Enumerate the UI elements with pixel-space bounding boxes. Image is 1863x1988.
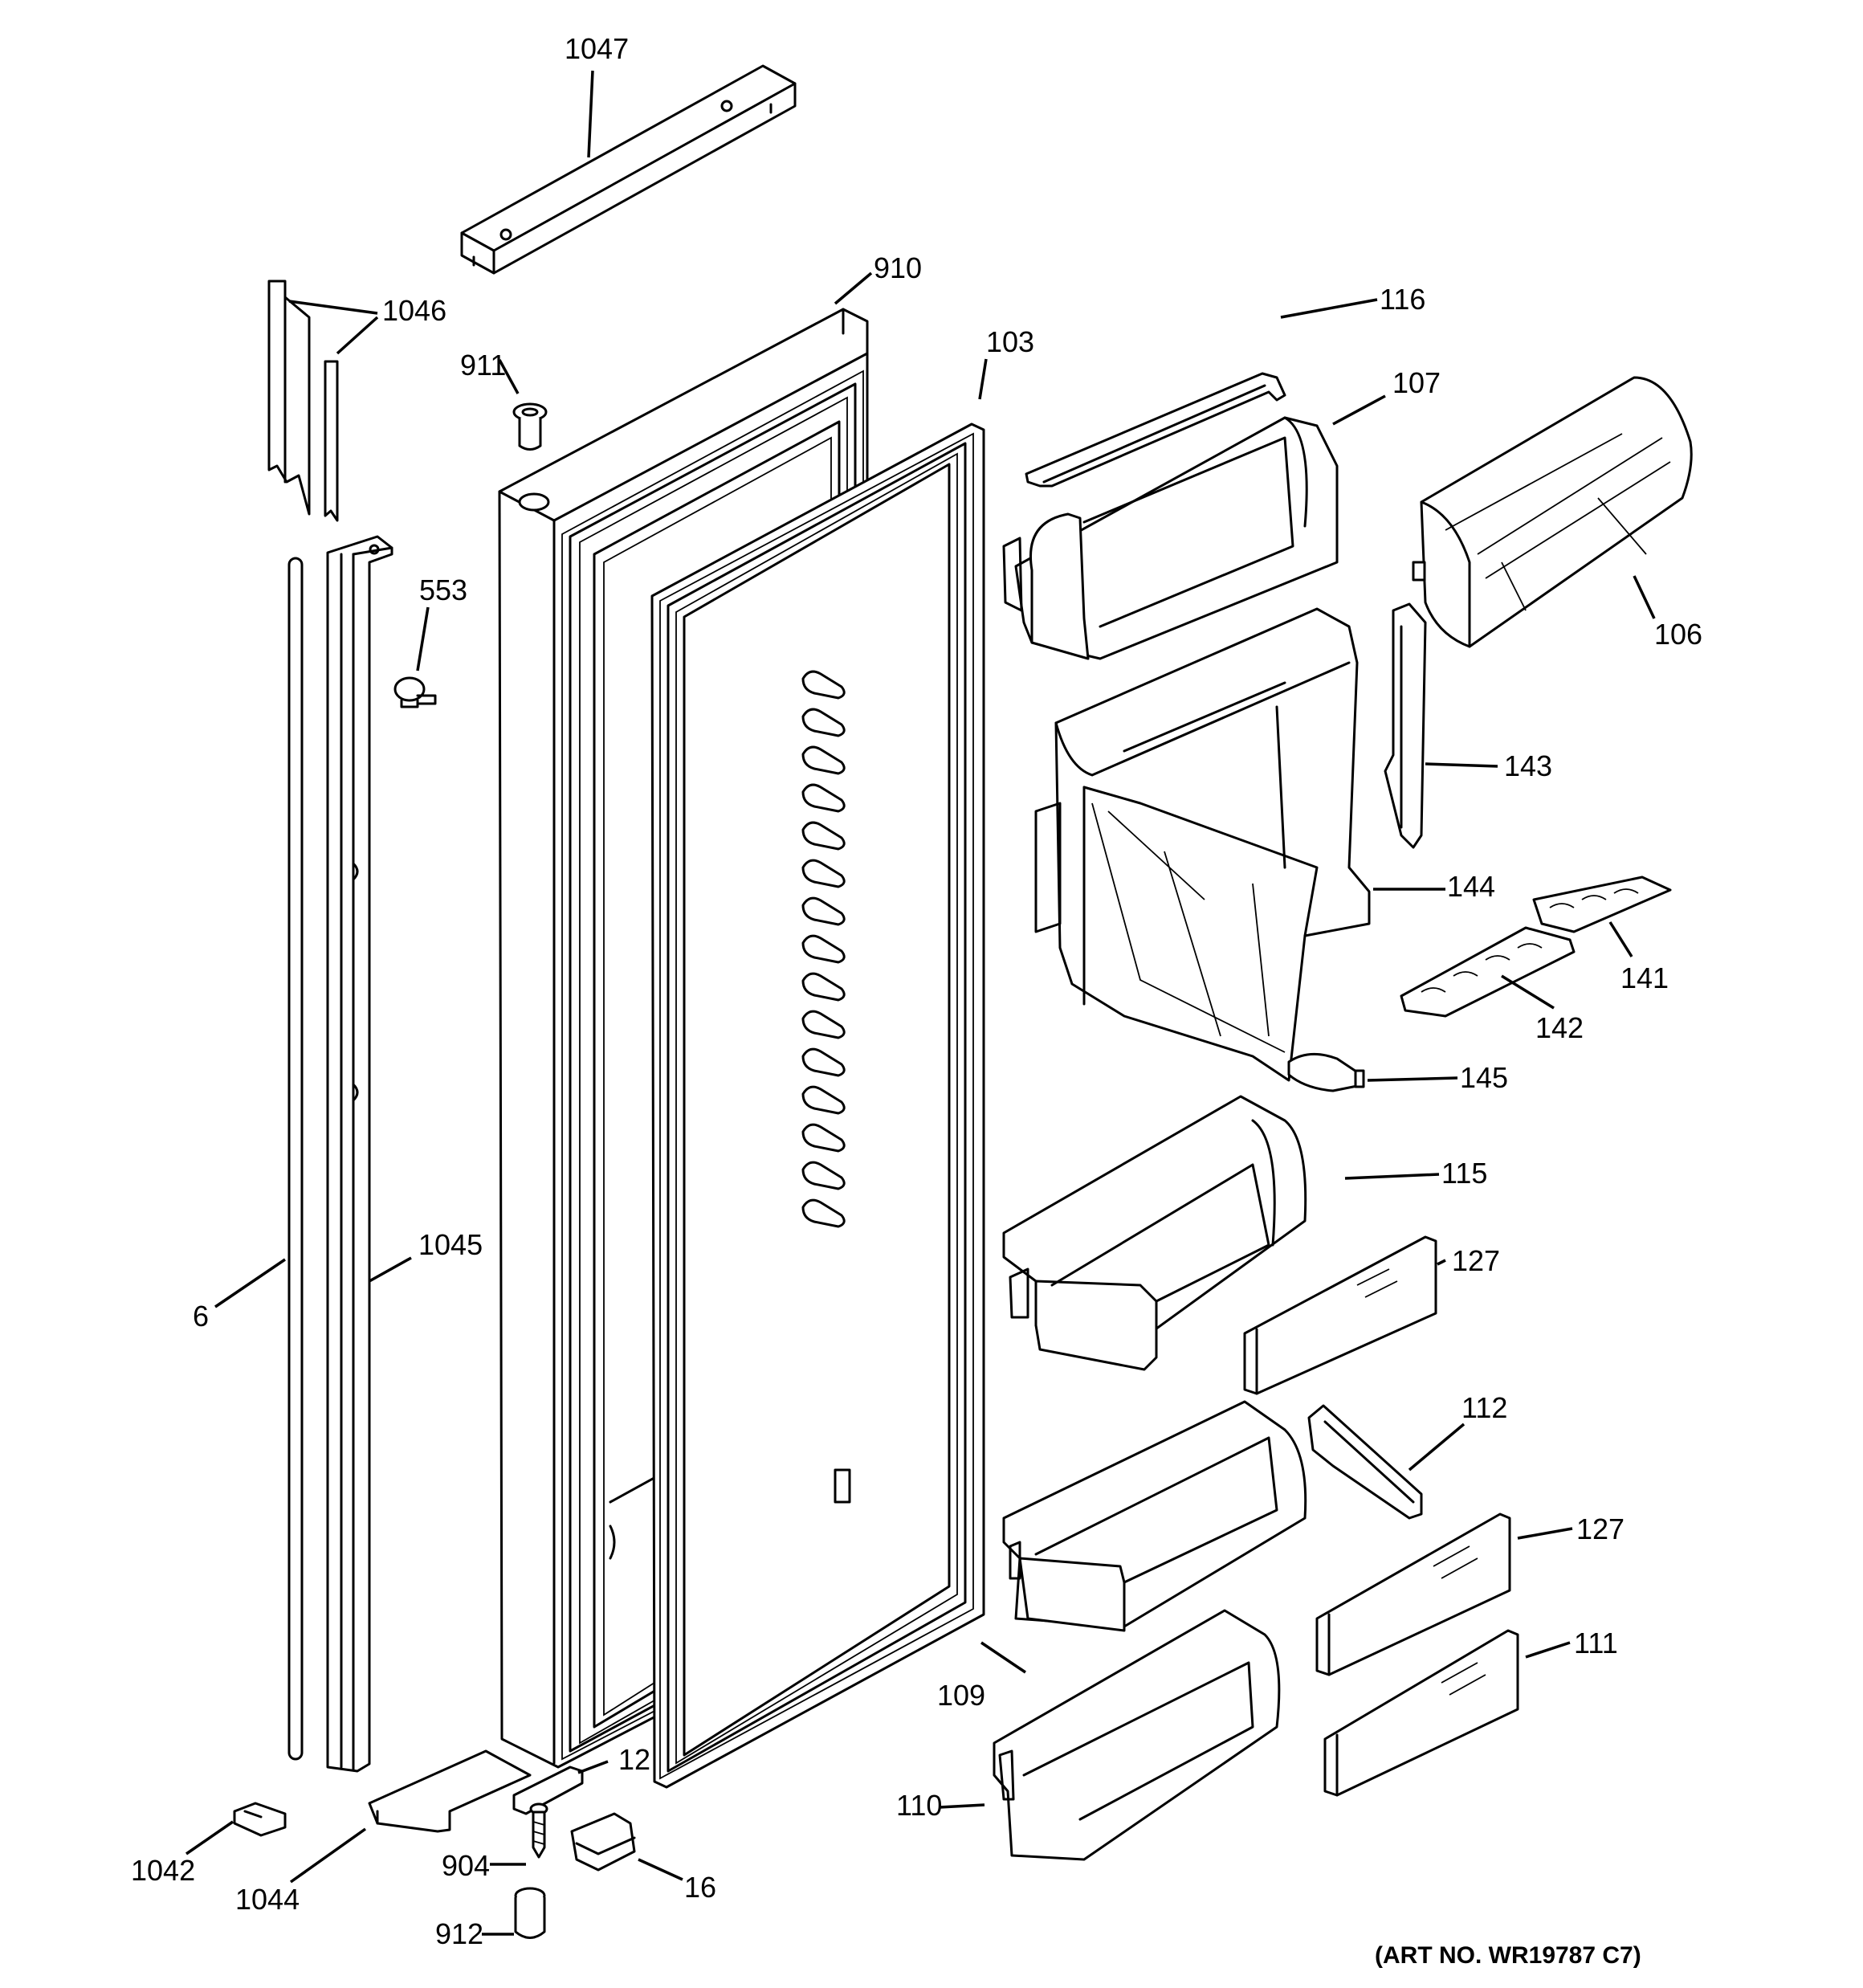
label-12: 12 [618, 1743, 650, 1776]
label-6: 6 [193, 1300, 209, 1333]
label-910: 910 [874, 251, 922, 284]
door-clip [801, 896, 846, 926]
part-12-plate [512, 1766, 584, 1815]
label-142: 142 [1535, 1011, 1584, 1044]
door-clips [801, 670, 846, 1228]
label-112: 112 [1461, 1391, 1507, 1424]
label-143: 143 [1504, 749, 1552, 782]
label-145: 145 [1460, 1061, 1508, 1094]
part-110-bin [993, 1609, 1281, 1861]
part-1045-channel [326, 535, 393, 1773]
label-1045: 1045 [418, 1228, 483, 1261]
part-labels: 1047 1046 910 911 103 116 107 106 553 14… [131, 32, 1702, 1969]
part-127-bin-front-upper [1243, 1235, 1437, 1395]
part-142-egg-tray [1400, 926, 1576, 1018]
art-number: (ART NO. WR19787 C7) [1375, 1942, 1641, 1969]
label-127-lower: 127 [1576, 1512, 1625, 1545]
door-clip [801, 783, 846, 813]
door-clip [801, 1123, 846, 1153]
leader-lines [185, 70, 1656, 1936]
part-904-screw [529, 1802, 548, 1859]
part-144-housing [1034, 607, 1371, 1082]
part-1042-clip [233, 1802, 287, 1837]
door-bottom-detail [834, 1468, 851, 1504]
part-107-bin [1002, 416, 1339, 660]
label-109: 109 [937, 1679, 985, 1712]
part-111-bin-front [1323, 1629, 1519, 1797]
part-145-knob [1287, 1052, 1365, 1092]
part-143-panel [1384, 602, 1427, 849]
label-103: 103 [986, 325, 1034, 358]
label-1042: 1042 [131, 1854, 195, 1887]
door-clip [801, 1047, 846, 1077]
label-116: 116 [1380, 283, 1425, 316]
label-107: 107 [1392, 366, 1441, 399]
label-16: 16 [684, 1871, 716, 1904]
door-clip [801, 821, 846, 851]
label-141: 141 [1620, 961, 1669, 994]
label-115: 115 [1441, 1157, 1487, 1190]
label-904: 904 [442, 1849, 490, 1882]
door-clip [801, 1010, 846, 1039]
part-109-bin [1002, 1400, 1307, 1632]
door-clip [801, 859, 846, 888]
part-912-bushing [514, 1887, 546, 1939]
label-111: 111 [1574, 1627, 1618, 1659]
label-912: 912 [435, 1917, 483, 1950]
door-clip [801, 934, 846, 964]
part-115-bin [1002, 1095, 1307, 1371]
label-106: 106 [1654, 618, 1702, 651]
door-clip [801, 1198, 846, 1228]
door-clip [801, 708, 846, 737]
label-1046: 1046 [382, 294, 446, 327]
label-1044: 1044 [235, 1883, 300, 1916]
part-1044-bracket [368, 1749, 532, 1833]
door-clip [801, 1085, 846, 1115]
part-911-bushing [512, 402, 548, 451]
label-553: 553 [419, 574, 467, 606]
part-112-bracket [1307, 1404, 1423, 1520]
label-1047: 1047 [565, 32, 629, 65]
label-127-upper: 127 [1452, 1244, 1500, 1277]
part-127-bin-front-lower [1315, 1512, 1511, 1676]
label-911: 911 [460, 349, 506, 382]
part-16-hinge [570, 1812, 636, 1872]
part-1047-top-cap [460, 64, 797, 275]
part-553-plug [393, 676, 437, 708]
label-144: 144 [1447, 870, 1495, 903]
door-clip [801, 972, 846, 1002]
part-1046-brackets [267, 280, 339, 522]
part-106-cover [1412, 376, 1693, 648]
label-110: 110 [896, 1789, 942, 1822]
door-clip [801, 670, 846, 700]
door-clip [801, 745, 846, 775]
part-6-tube [287, 557, 304, 1761]
part-141-egg-tray [1532, 876, 1672, 933]
door-clip [801, 1161, 846, 1190]
part-116-rail [1025, 372, 1286, 488]
